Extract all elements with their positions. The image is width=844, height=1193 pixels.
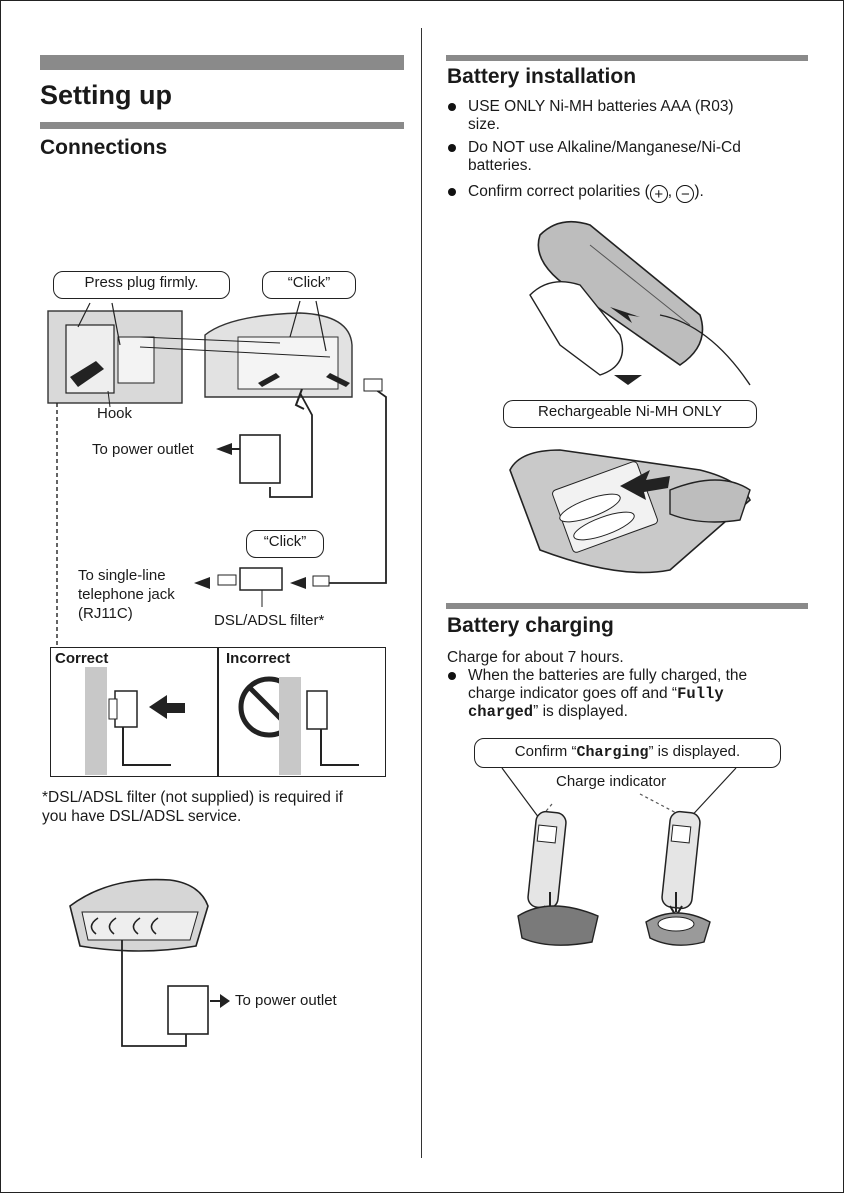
plug-orientation-illustration: [85, 667, 359, 775]
handset-battery-cover-illustration: [529, 220, 751, 386]
footnote-line1: *DSL/ADSL filter (not supplied) is requi…: [42, 789, 343, 806]
connections-heading: Connections: [40, 136, 168, 159]
arrow-icon: [610, 307, 640, 323]
jack-label-line3: (RJ11C): [78, 605, 133, 622]
power-outlet-label: To power outlet: [92, 441, 194, 458]
battery-installation-rule: [446, 55, 808, 61]
incorrect-heading: Incorrect: [226, 650, 291, 667]
minus-polarity-icon: −: [676, 185, 695, 203]
charge-duration-text: Charge for about 7 hours.: [447, 649, 624, 666]
bullet-dot-icon: [448, 103, 456, 111]
bullet-dot-icon: [448, 144, 456, 152]
battery-charging-rule: [446, 603, 808, 609]
arrow-icon: [620, 470, 670, 500]
hook-label: Hook: [97, 405, 133, 422]
bullet-polarity: Confirm correct polarities (+, −).: [448, 183, 808, 205]
click-callout-2: “Click”: [246, 530, 324, 558]
ac-adaptor: [239, 434, 281, 484]
battery-charging-heading: Battery charging: [447, 614, 614, 637]
dsl-filter: [239, 567, 283, 591]
rechargeable-callout: Rechargeable Ni-MH ONLY: [503, 400, 757, 428]
jack-label-line2: telephone jack: [78, 586, 175, 603]
power-outlet-label-2: To power outlet: [235, 992, 337, 1009]
connections-rule: [40, 122, 404, 129]
arrow-icon: [149, 695, 185, 719]
correct-heading: Correct: [55, 650, 109, 667]
arrow-icon: [70, 361, 104, 387]
page-title: Setting up: [40, 80, 172, 110]
footnote-line2: you have DSL/ADSL service.: [42, 808, 242, 825]
title-rule: [40, 55, 404, 70]
confirm-charging-callout: Confirm “Charging” is displayed.: [474, 738, 781, 768]
bullet-dot-icon: [448, 672, 456, 680]
connections-illustration: [47, 300, 387, 647]
bullet-ni-mh: USE ONLY Ni-MH batteries AAA (R03) size.: [448, 98, 808, 138]
charge-indicator-label: Charge indicator: [556, 773, 667, 790]
filter-label: DSL/ADSL filter*: [214, 612, 325, 629]
arrow-icon: [210, 994, 230, 1008]
press-plug-callout: Press plug firmly.: [53, 271, 230, 299]
bullet-do-not-use: Do NOT use Alkaline/Manganese/Ni-Cd batt…: [448, 139, 808, 179]
click-callout-1: “Click”: [262, 271, 356, 299]
base-unit-bottom-illustration: [69, 878, 230, 1047]
column-divider: [421, 28, 422, 1158]
bullet-dot-icon: [448, 188, 456, 196]
bullet-fully-charged: When the batteries are fully charged, th…: [448, 667, 808, 727]
plus-polarity-icon: +: [649, 185, 668, 203]
battery-installation-heading: Battery installation: [447, 65, 637, 88]
battery-insertion-illustration: [509, 449, 751, 574]
correct-incorrect-table: [50, 647, 386, 777]
charging-handsets-illustration: [501, 767, 737, 946]
jack-label-line1: To single-line: [78, 567, 166, 584]
